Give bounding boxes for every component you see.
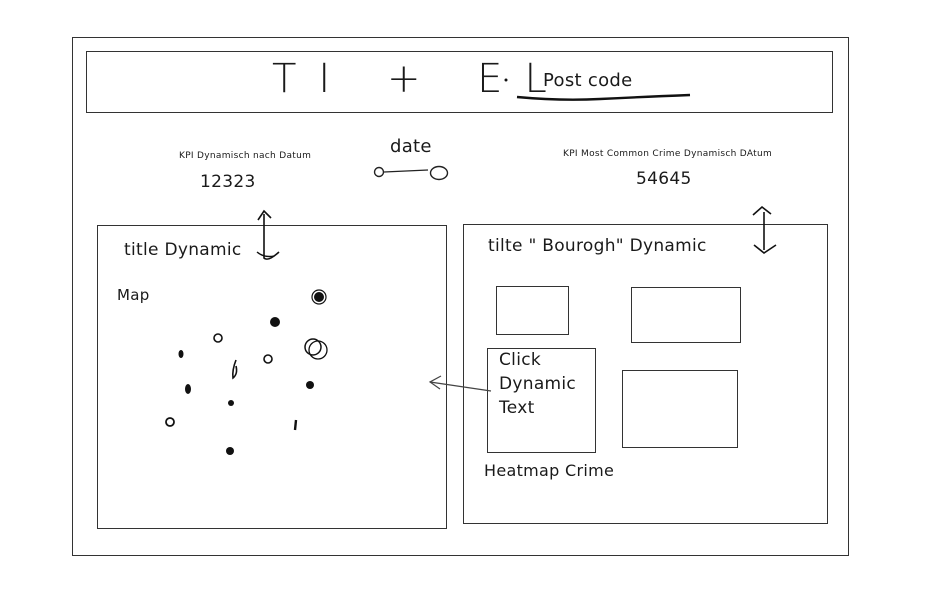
click-text-line-2: Dynamic <box>499 374 577 394</box>
header-bar <box>86 51 833 113</box>
click-text-line-1: Click <box>499 350 542 370</box>
click-to-map-arrow <box>429 381 492 392</box>
borough-card-3[interactable] <box>622 370 738 448</box>
kpi-left-value: 12323 <box>200 172 256 192</box>
borough-card-2[interactable] <box>631 287 741 343</box>
map-dot <box>232 359 238 380</box>
map-dot <box>293 419 298 431</box>
date-slider-end-handle <box>429 165 449 181</box>
date-slider-track <box>383 169 429 173</box>
kpi-right-value: 54645 <box>636 169 692 189</box>
kpi-left-label: KPI Dynamisch nach Datum <box>179 151 312 161</box>
click-dynamic-text-box[interactable] <box>487 348 596 453</box>
date-label: date <box>390 136 432 157</box>
postcode-underline <box>516 93 691 101</box>
map-crime-dots <box>165 289 328 455</box>
page-title: TI + EL <box>272 56 569 102</box>
outer-frame <box>72 37 849 556</box>
map-panel <box>97 225 447 529</box>
map-dot <box>308 340 328 360</box>
map-dot <box>311 289 327 305</box>
map-dot <box>228 400 234 406</box>
title-dot <box>504 78 508 82</box>
map-dot <box>263 354 273 364</box>
map-dot <box>306 381 314 389</box>
map-panel-title: title Dynamic <box>124 240 242 260</box>
map-dot <box>314 292 324 302</box>
map-dot <box>213 333 223 343</box>
borough-panel <box>463 224 828 524</box>
postcode-label: Post code <box>543 70 633 91</box>
heatmap-crime-label: Heatmap Crime <box>484 461 615 480</box>
map-dot <box>185 384 191 394</box>
map-dot <box>270 317 280 327</box>
date-slider-start-handle <box>373 166 385 178</box>
map-dot <box>165 417 175 427</box>
borough-card-1[interactable] <box>496 286 569 335</box>
kpi-left-link-arrow <box>263 214 280 260</box>
borough-panel-title: tilte " Bourogh" Dynamic <box>488 236 707 256</box>
map-dot <box>178 350 184 358</box>
map-label: Map <box>117 286 150 304</box>
map-dot <box>304 338 322 356</box>
click-text-line-3: Text <box>499 398 535 418</box>
map-dot <box>226 447 234 455</box>
kpi-right-label: KPI Most Common Crime Dynamisch DAtum <box>563 149 773 159</box>
